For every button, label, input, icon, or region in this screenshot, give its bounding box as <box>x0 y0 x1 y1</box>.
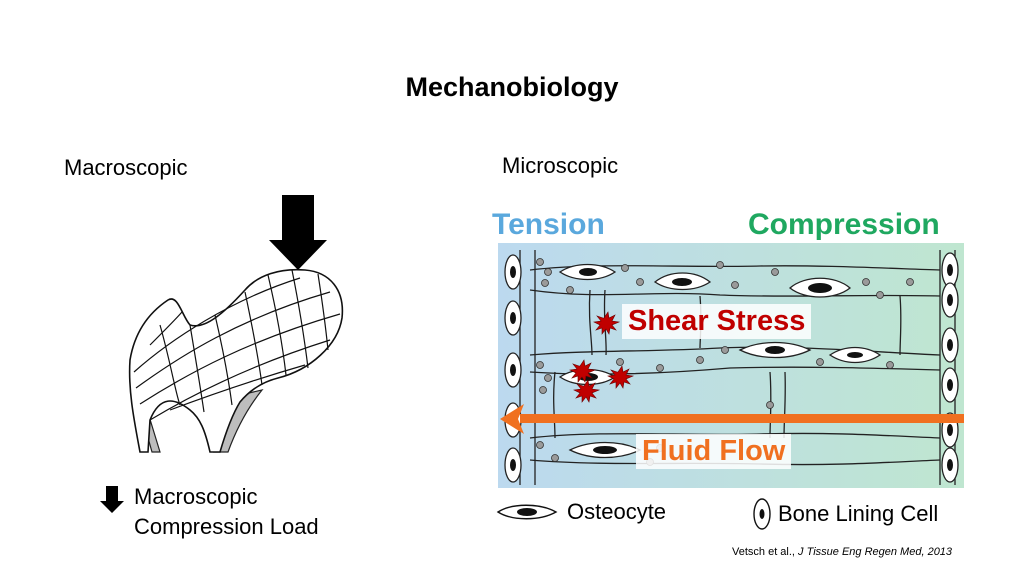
tension-label: Tension <box>492 208 605 241</box>
fluid-arrow-icon <box>500 404 524 434</box>
citation-journal: J Tissue Eng Regen Med, 2013 <box>798 546 953 558</box>
citation-authors: Vetsch et al., <box>732 546 799 558</box>
micro-heading: Microscopic <box>502 153 619 178</box>
macro-heading: Macroscopic <box>64 155 188 180</box>
lining-cell-legend-label: Bone Lining Cell <box>778 501 939 526</box>
fluid-flow-label: Fluid Flow <box>636 434 792 469</box>
macro-legend-line2: Compression Load <box>134 514 319 539</box>
page-title: Mechanobiology <box>405 72 619 102</box>
citation: Vetsch et al., J Tissue Eng Regen Med, 2… <box>732 546 952 558</box>
lining-cell-legend-icon <box>753 498 771 530</box>
macro-legend-line1: Macroscopic <box>134 484 258 509</box>
femur-illustration <box>128 268 344 453</box>
legend-arrow-icon <box>100 486 124 513</box>
shear-stress-label: Shear Stress <box>622 304 812 339</box>
osteocyte-legend-label: Osteocyte <box>567 499 667 524</box>
osteocyte-legend-icon <box>496 504 558 520</box>
load-arrow-icon <box>269 195 327 270</box>
compression-label: Compression <box>748 208 940 241</box>
